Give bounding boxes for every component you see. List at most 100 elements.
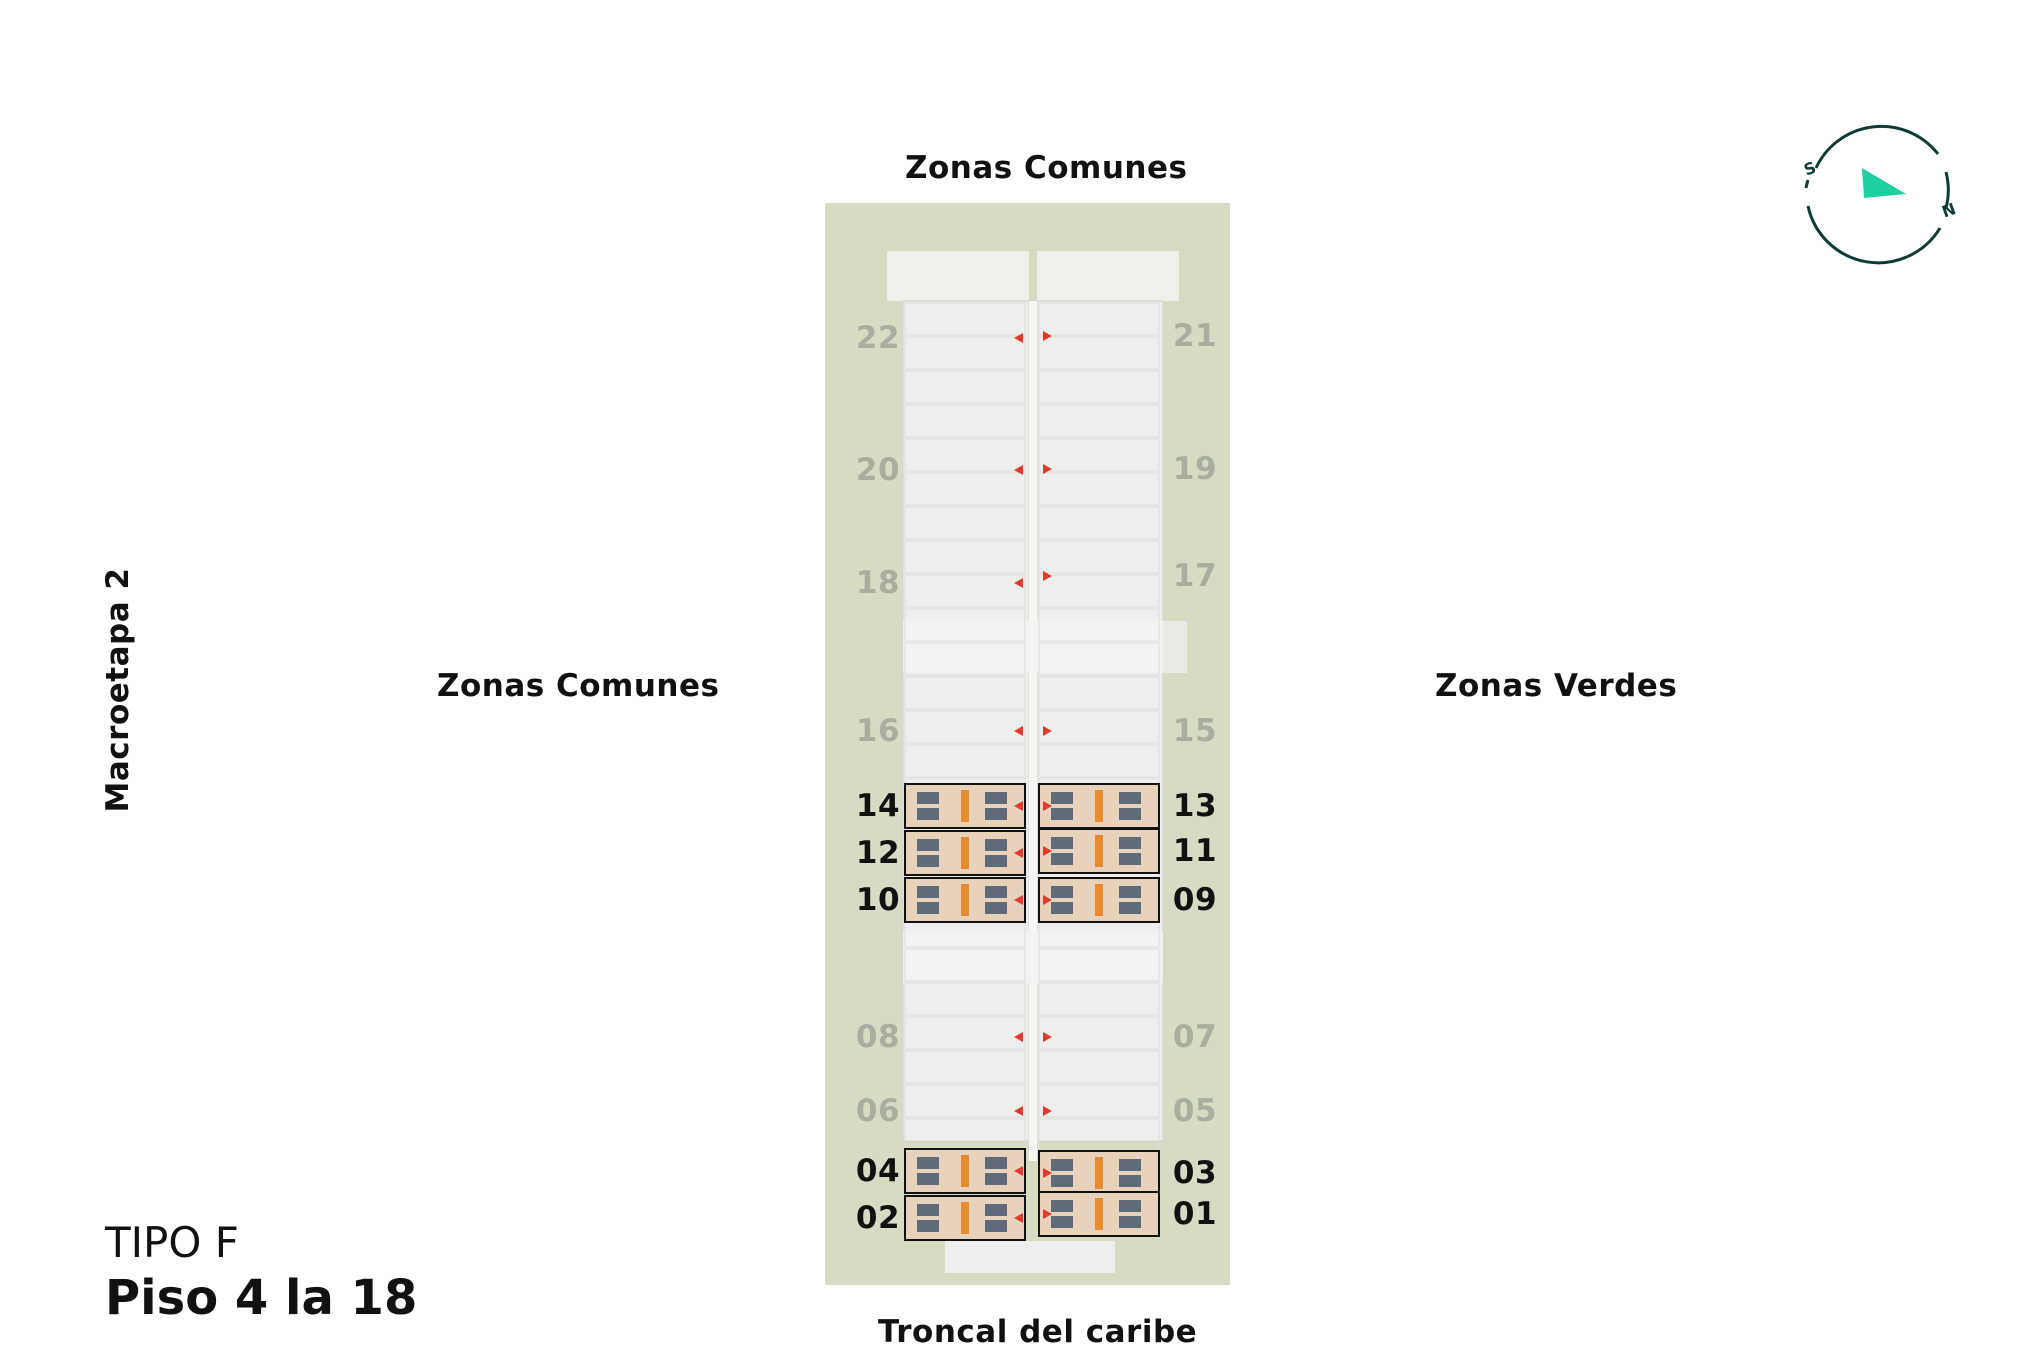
unit-number-15: 15 xyxy=(1172,713,1218,749)
unit-number-13: 13 xyxy=(1172,788,1218,824)
room-outline xyxy=(904,370,1026,404)
compass-north-label: N xyxy=(1939,199,1958,221)
entrance-marker-05 xyxy=(1043,1106,1052,1116)
room-outline xyxy=(1038,948,1160,982)
entrance-marker-22 xyxy=(1014,333,1023,343)
unit-number-11: 11 xyxy=(1172,833,1218,869)
macroetapa-label: Macroetapa 2 xyxy=(100,567,136,813)
entrance-marker-21 xyxy=(1043,331,1052,341)
unit-number-20: 20 xyxy=(855,452,901,488)
entrance-marker-20 xyxy=(1014,465,1023,475)
floor-range-label: Piso 4 la 18 xyxy=(105,1270,418,1326)
entrance-marker-04 xyxy=(1014,1166,1023,1176)
room-outline xyxy=(1038,438,1160,472)
room-outline xyxy=(1038,370,1160,404)
building-outline xyxy=(887,251,1187,1273)
entrance-marker-03 xyxy=(1043,1168,1052,1178)
entrance-marker-10 xyxy=(1014,895,1023,905)
room-outline xyxy=(904,540,1026,574)
room-outline xyxy=(1038,982,1160,1016)
room-outline xyxy=(904,472,1026,506)
site-plan xyxy=(825,203,1230,1285)
room-outline xyxy=(904,676,1026,710)
unit-number-16: 16 xyxy=(855,713,901,749)
room-outline xyxy=(904,948,1026,982)
entrance-marker-17 xyxy=(1043,571,1052,581)
room-outline xyxy=(904,1084,1026,1118)
room-outline xyxy=(1038,1050,1160,1084)
entrance-marker-19 xyxy=(1043,464,1052,474)
unit-number-10: 10 xyxy=(855,882,901,918)
entrance-marker-13 xyxy=(1043,801,1052,811)
room-outline xyxy=(904,574,1026,608)
highlighted-unit-03 xyxy=(1038,1150,1160,1196)
entrance-marker-09 xyxy=(1043,895,1052,905)
room-outline xyxy=(1038,676,1160,710)
entrance-markers-layer xyxy=(1014,331,1052,1223)
room-outline xyxy=(1038,404,1160,438)
compass-south-label: S xyxy=(1801,158,1818,180)
compass-icon: S N xyxy=(1801,124,1958,265)
highlighted-unit-13 xyxy=(1038,783,1160,829)
unit-number-17: 17 xyxy=(1172,558,1218,594)
west-zone-label: Zonas Comunes xyxy=(437,668,720,704)
room-outline xyxy=(904,744,1026,778)
unit-number-08: 08 xyxy=(855,1019,901,1055)
entrance-marker-18 xyxy=(1014,578,1023,588)
room-outline xyxy=(1038,744,1160,778)
room-outline xyxy=(1038,336,1160,370)
highlighted-unit-12 xyxy=(904,830,1026,876)
room-outline xyxy=(904,404,1026,438)
entrance-marker-15 xyxy=(1043,726,1052,736)
room-outline xyxy=(904,642,1026,676)
compass-arrow-icon xyxy=(1862,168,1906,198)
room-outline xyxy=(1038,302,1160,336)
highlighted-unit-02 xyxy=(904,1195,1026,1241)
highlighted-unit-10 xyxy=(904,877,1026,923)
unit-number-21: 21 xyxy=(1172,318,1218,354)
room-outline xyxy=(1038,710,1160,744)
entrance-marker-14 xyxy=(1014,801,1023,811)
unit-number-03: 03 xyxy=(1172,1155,1218,1191)
highlighted-unit-04 xyxy=(904,1148,1026,1194)
room-outline xyxy=(1038,608,1160,642)
room-outline xyxy=(1038,574,1160,608)
entrance-marker-01 xyxy=(1043,1209,1052,1219)
unit-number-22: 22 xyxy=(855,320,901,356)
unit-number-18: 18 xyxy=(855,565,901,601)
road-label: Troncal del caribe xyxy=(878,1314,1198,1350)
room-outline xyxy=(904,336,1026,370)
unit-number-05: 05 xyxy=(1172,1093,1218,1129)
entrance-marker-16 xyxy=(1014,726,1023,736)
entrance-marker-11 xyxy=(1043,846,1052,856)
highlighted-unit-01 xyxy=(1038,1191,1160,1237)
entrance-marker-12 xyxy=(1014,848,1023,858)
east-zone-label: Zonas Verdes xyxy=(1435,668,1678,704)
unit-number-12: 12 xyxy=(855,835,901,871)
room-outline xyxy=(1038,1084,1160,1118)
unit-number-14: 14 xyxy=(855,788,901,824)
room-outline xyxy=(904,1016,1026,1050)
room-outline xyxy=(904,506,1026,540)
entrance-marker-02 xyxy=(1014,1213,1023,1223)
room-outline xyxy=(904,608,1026,642)
room-outline xyxy=(1038,540,1160,574)
floor-plan-drawing xyxy=(887,251,1187,1273)
unit-number-06: 06 xyxy=(855,1093,901,1129)
room-outline xyxy=(904,710,1026,744)
unit-number-07: 07 xyxy=(1172,1019,1218,1055)
room-outline xyxy=(1038,642,1160,676)
room-outline xyxy=(904,302,1026,336)
unit-number-02: 02 xyxy=(855,1200,901,1236)
north-zone-label: Zonas Comunes xyxy=(905,150,1188,186)
room-outline xyxy=(904,982,1026,1016)
highlighted-unit-14 xyxy=(904,783,1026,829)
highlighted-unit-09 xyxy=(1038,877,1160,923)
highlighted-unit-11 xyxy=(1038,828,1160,874)
highlighted-units-layer xyxy=(904,783,1160,1241)
entrance-marker-06 xyxy=(1014,1106,1023,1116)
room-outline xyxy=(904,1050,1026,1084)
entrance-marker-08 xyxy=(1014,1032,1023,1042)
room-outline xyxy=(1038,1016,1160,1050)
unit-number-19: 19 xyxy=(1172,451,1218,487)
